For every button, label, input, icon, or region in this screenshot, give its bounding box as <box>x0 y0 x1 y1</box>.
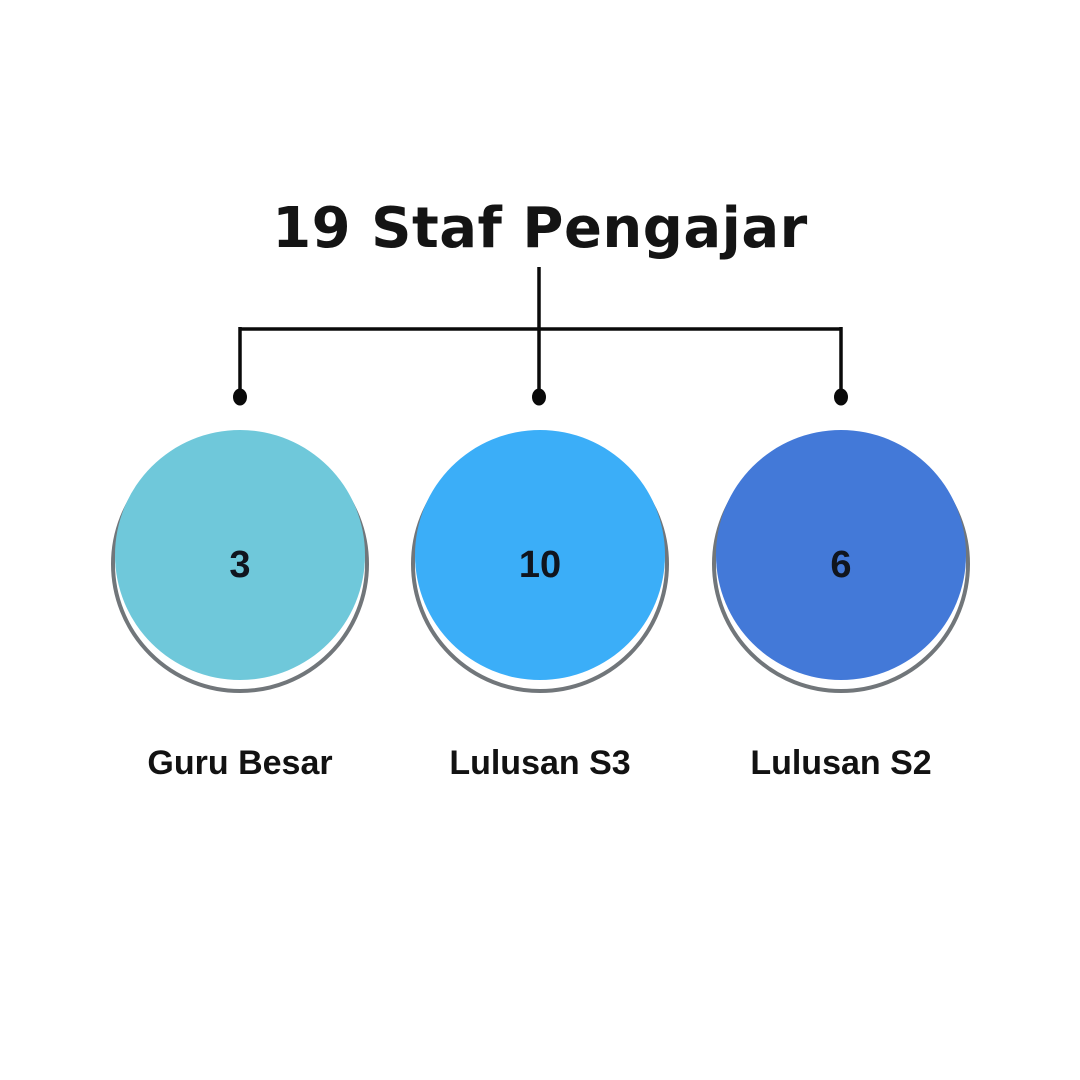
connector-dot-left <box>233 388 247 406</box>
node-value-guru-besar: 3 <box>229 543 251 586</box>
node-disc-lulusan-s3: 10 <box>415 430 665 680</box>
node-disc-lulusan-s2: 6 <box>716 430 966 680</box>
page-title: 19 Staf Pengajar <box>272 195 808 261</box>
node-label-lulusan-s3: Lulusan S3 <box>449 744 631 782</box>
connector-dot-center <box>532 388 546 406</box>
node-label-lulusan-s2: Lulusan S2 <box>750 744 932 782</box>
connector-dot-right <box>834 388 848 406</box>
node-value-lulusan-s3: 10 <box>518 543 562 586</box>
node-label-guru-besar: Guru Besar <box>147 744 333 782</box>
node-value-lulusan-s2: 6 <box>830 543 852 586</box>
node-disc-guru-besar: 3 <box>115 430 365 680</box>
